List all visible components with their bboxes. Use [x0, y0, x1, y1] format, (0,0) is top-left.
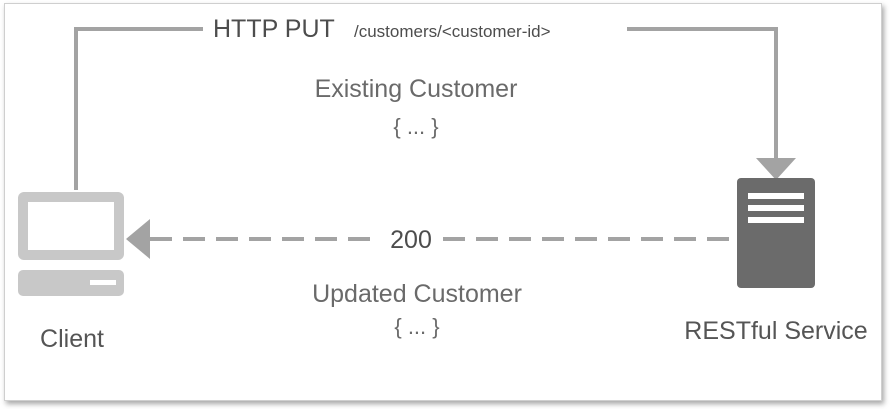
response-status: 200: [390, 226, 432, 254]
request-method: HTTP PUT: [213, 15, 335, 43]
client-label: Client: [40, 325, 104, 353]
server-icon: [737, 178, 815, 288]
request-payload-title: Existing Customer: [315, 75, 518, 103]
diagram-frame: [4, 3, 882, 401]
desktop-computer-icon: [18, 192, 124, 296]
request-line: [74, 27, 203, 190]
request-line-right: [627, 27, 778, 160]
response-arrowhead: [126, 219, 150, 259]
request-arrowhead: [756, 158, 796, 180]
request-payload-body: { ... }: [393, 114, 438, 139]
response-payload-body: { ... }: [394, 314, 439, 339]
response-payload-title: Updated Customer: [312, 280, 522, 308]
service-label: RESTful Service: [684, 317, 867, 345]
request-path: /customers/<customer-id>: [354, 22, 551, 41]
